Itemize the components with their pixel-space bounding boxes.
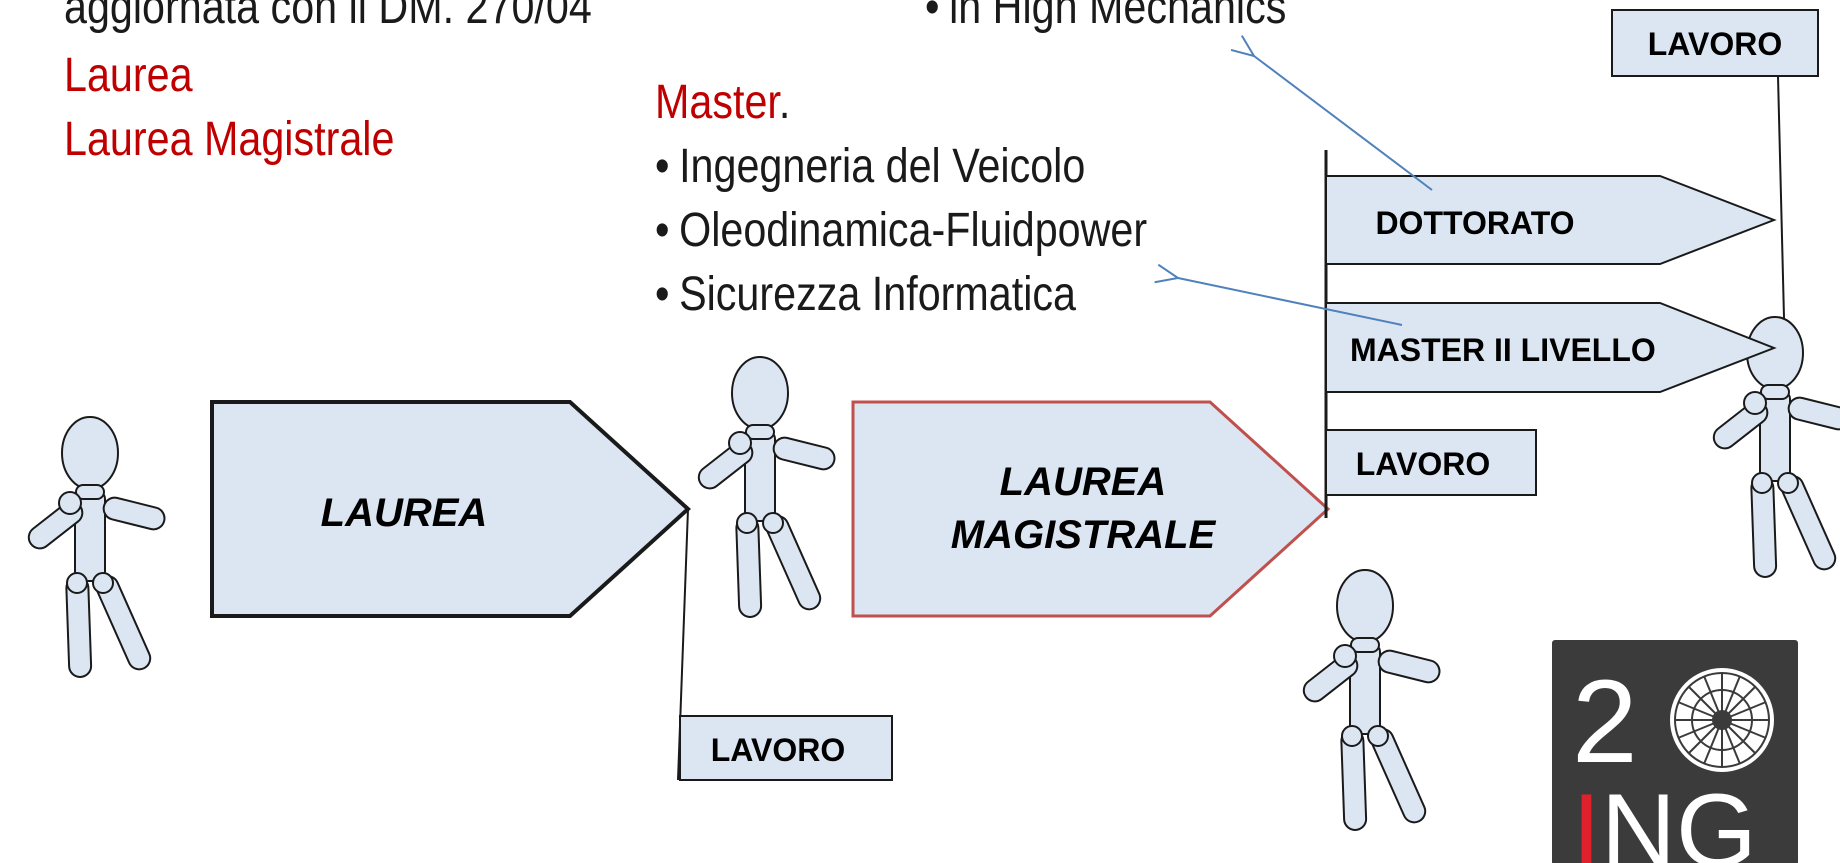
bullet-icon: • bbox=[655, 204, 670, 257]
laurea-magistrale-stage-arrow bbox=[851, 400, 1331, 618]
university-logo: 2 ING bbox=[1552, 640, 1798, 863]
master-heading-suffix: . bbox=[778, 76, 791, 129]
master-item-label: Oleodinamica-Fluidpower bbox=[679, 204, 1148, 257]
lavoro-label-final: LAVORO bbox=[1648, 26, 1783, 62]
lavoro-box-final bbox=[1611, 9, 1819, 77]
lavoro-box-after-magistrale bbox=[1325, 429, 1537, 496]
master-item: •Sicurezza Informatica bbox=[655, 267, 1076, 322]
logo-letters: ING bbox=[1572, 773, 1757, 863]
master-top-item-label: in High Mechanics bbox=[949, 0, 1287, 34]
bullet-icon: • bbox=[655, 140, 670, 193]
rose-window-icon bbox=[1670, 668, 1774, 772]
laurea-stage-label: LAUREA bbox=[321, 491, 488, 535]
laurea-magistrale-label-line2: MAGISTRALE bbox=[951, 513, 1217, 557]
master-ii-livello-arrow bbox=[1325, 302, 1777, 393]
master-item: •Ingegneria del Veicolo bbox=[655, 139, 1085, 194]
lavoro-label-after-magistrale: LAVORO bbox=[1356, 446, 1491, 482]
bullet-icon: • bbox=[655, 268, 670, 321]
master-top-item: • in High Mechanics bbox=[925, 0, 1286, 35]
dottorato-label: DOTTORATO bbox=[1375, 205, 1574, 241]
master-heading-label: Master bbox=[655, 76, 779, 129]
connector-line bbox=[1777, 75, 1785, 319]
laurea-magistrale-label-line1: LAUREA bbox=[1000, 460, 1167, 504]
master-item: •Oleodinamica-Fluidpower bbox=[655, 203, 1147, 258]
bullet-icon: • bbox=[925, 0, 940, 34]
student-figure-after-magistrale bbox=[1298, 569, 1443, 832]
lavoro-box-after-laurea bbox=[679, 715, 893, 781]
pointer-arrow-dottorato bbox=[1254, 56, 1433, 191]
pointer-arrow-master bbox=[1178, 278, 1403, 326]
master-ii-livello-label: MASTER II LIVELLO bbox=[1350, 332, 1656, 368]
master-item-label: Ingegneria del Veicolo bbox=[679, 140, 1086, 193]
intro-degree-laurea-magistrale: Laurea Magistrale bbox=[64, 113, 395, 166]
intro-top-line: aggiornata con il DM. 270/04 bbox=[64, 0, 592, 34]
lavoro-label-after-laurea: LAVORO bbox=[711, 732, 846, 768]
student-figure-start bbox=[23, 416, 168, 679]
master-heading: Master. bbox=[655, 75, 790, 130]
intro-degree-laurea: Laurea bbox=[64, 49, 193, 102]
student-figure-after-laurea bbox=[693, 356, 838, 619]
master-item-label: Sicurezza Informatica bbox=[679, 268, 1076, 321]
logo-number: 2 bbox=[1572, 656, 1638, 788]
laurea-stage-arrow bbox=[210, 400, 691, 618]
dottorato-arrow bbox=[1325, 175, 1777, 265]
